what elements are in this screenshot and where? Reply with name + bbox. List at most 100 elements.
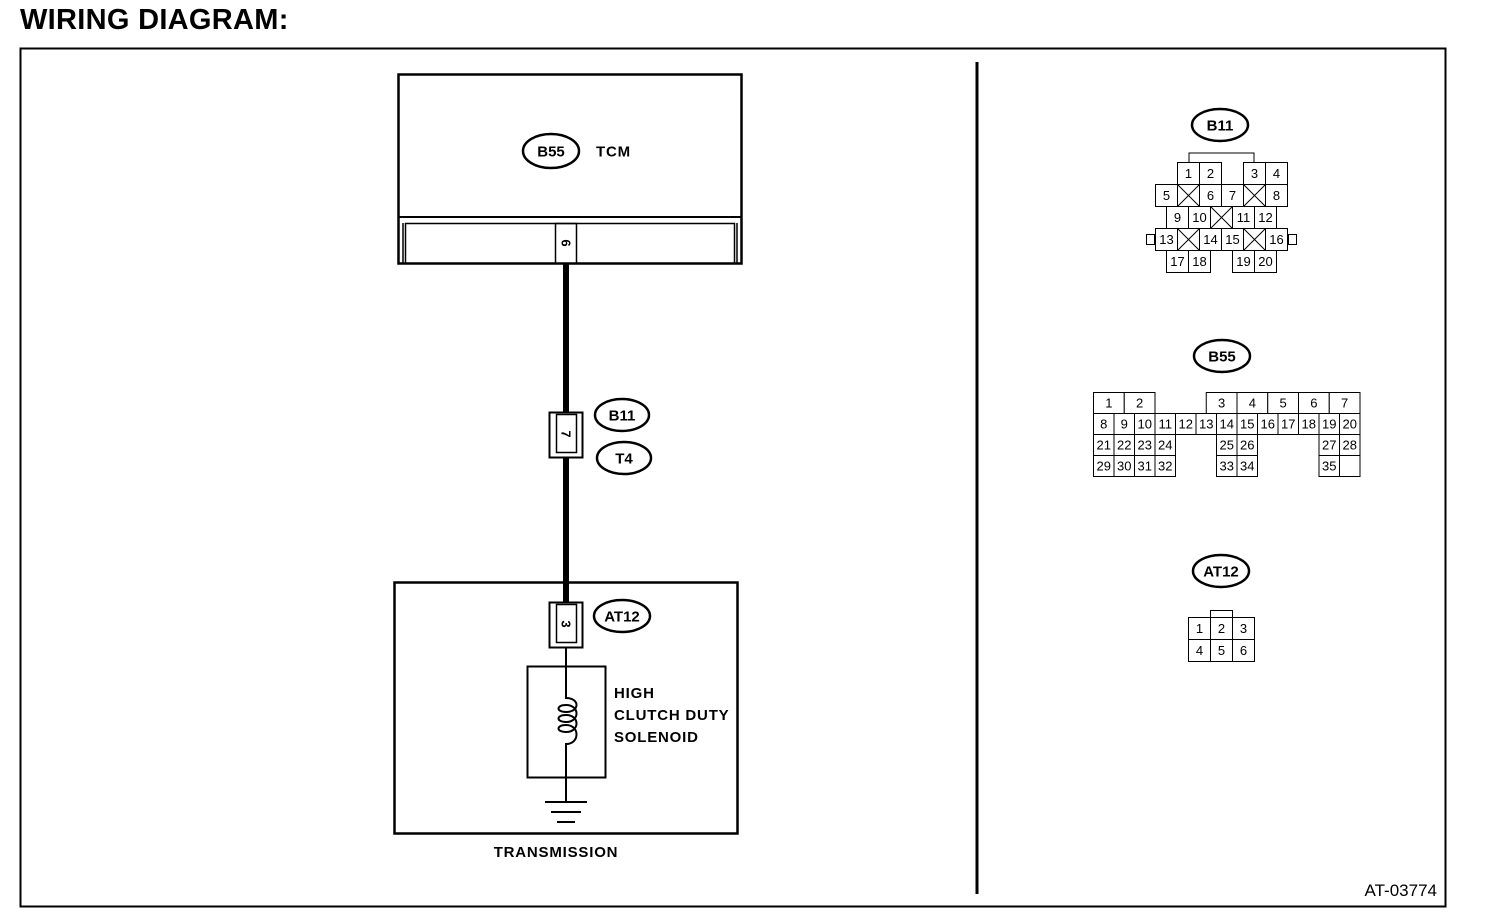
b55-pin-label: 12	[1179, 417, 1193, 432]
diagram-frame	[19, 47, 1447, 908]
b55-pin-cell: 32	[1154, 455, 1176, 477]
ground-icon	[545, 801, 587, 823]
b11-pin-label: 7	[1229, 188, 1236, 203]
solenoid-label-line-2: CLUTCH DUTY	[614, 707, 729, 724]
b55-pin-label: 23	[1138, 438, 1152, 453]
b55-pin-cell: 29	[1093, 455, 1115, 477]
b55-pin-label: 11	[1159, 417, 1173, 432]
b55-pin-label: 27	[1322, 438, 1336, 453]
tcm-label: TCM	[596, 144, 631, 161]
at12-pin-cell: 1	[1188, 617, 1211, 640]
b55-pin-cell: 26	[1236, 434, 1258, 456]
b11-pin-cell: 7	[1221, 184, 1244, 207]
b55-pin-cell: 16	[1257, 413, 1279, 435]
b55-pin-label: 34	[1240, 459, 1254, 474]
b55-pin-label: 9	[1121, 417, 1128, 432]
at12-pin-cell: 4	[1188, 639, 1211, 662]
b55-pin-label: 1	[1105, 396, 1112, 411]
b55-pin-cell: 1	[1093, 392, 1125, 414]
b11-pin-label: 8	[1273, 188, 1280, 203]
figure-code: AT-03774	[1365, 881, 1437, 900]
solenoid-label-line-1: HIGH	[614, 685, 655, 702]
b55-pin-label: 13	[1199, 417, 1213, 432]
b11-pin-label: 11	[1237, 210, 1251, 225]
at12-pin-label: 3	[1240, 621, 1247, 636]
b55-pin-cell: 23	[1134, 434, 1156, 456]
b11-pin-cell	[1177, 228, 1200, 251]
b55-pin-cell: 35	[1318, 455, 1340, 477]
view-badge-b11-text: B11	[1207, 118, 1234, 135]
b55-pin-cell: 5	[1267, 392, 1299, 414]
b11-pin-label: 3	[1251, 166, 1258, 181]
joint-connector: 7 B11 T4	[548, 397, 653, 476]
at12-pin-label: 4	[1196, 643, 1203, 658]
at12-pin-cell: 5	[1210, 639, 1233, 662]
transmission-label: TRANSMISSION	[494, 844, 619, 861]
b11-pin-label: 15	[1225, 232, 1239, 247]
connector-badge-b55-text: B55	[537, 144, 565, 161]
b55-pin-label: 21	[1097, 438, 1111, 453]
b11-pin-cell: 16	[1265, 228, 1288, 251]
b11-pin-cell: 18	[1188, 250, 1211, 273]
b11-pin-cell: 10	[1188, 206, 1211, 229]
b11-pin-cell: 15	[1221, 228, 1244, 251]
b55-pin-label: 2	[1136, 396, 1143, 411]
b55-pin-cell: 8	[1093, 413, 1115, 435]
b11-pin-label: 1	[1185, 166, 1192, 181]
b11-pin-cell: 17	[1166, 250, 1189, 273]
connector-badge-t4	[595, 440, 653, 476]
b11-pin-label: 2	[1207, 166, 1214, 181]
b55-pin-label: 20	[1343, 417, 1357, 432]
b11-pin-cell: 4	[1265, 162, 1288, 185]
at12-pin-label: 6	[1240, 643, 1247, 658]
b55-pin-label: 22	[1117, 438, 1131, 453]
b11-pin-cell	[1243, 184, 1266, 207]
tcm-pin-number: 6	[559, 239, 574, 246]
b11-pin-cell: 19	[1232, 250, 1255, 273]
joint-pin-number: 7	[559, 430, 574, 437]
b55-pin-cell: 34	[1236, 455, 1258, 477]
b55-pin-cell: 2	[1123, 392, 1156, 414]
b11-pin-cell: 11	[1232, 206, 1255, 229]
svg-text:HIGH CLUTCH DUTY S: HIGH CLUTCH DUTY SOLENOID	[614, 685, 734, 746]
b11-pin-cell: 9	[1166, 206, 1189, 229]
b55-pin-cell: 10	[1134, 413, 1156, 435]
b55-pin-label: 18	[1302, 417, 1316, 432]
b55-pin-label: 17	[1281, 417, 1295, 432]
b55-pin-label: 30	[1117, 459, 1131, 474]
b11-pin-label: 12	[1258, 210, 1272, 225]
b11-pin-label: 18	[1192, 254, 1206, 269]
view-badge-b11	[1190, 107, 1250, 143]
transmission-unit: 3 AT12 HIGH CLUTCH DUTY SOLENOID	[393, 581, 739, 835]
b11-pin-label: 5	[1163, 188, 1170, 203]
connector-badge-b11	[593, 397, 651, 433]
b55-pin-label: 16	[1261, 417, 1275, 432]
b11-pin-label: 13	[1159, 232, 1173, 247]
b55-pin-label: 32	[1158, 459, 1172, 474]
b55-pin-cell: 22	[1113, 434, 1135, 456]
b55-pin-label: 35	[1322, 459, 1336, 474]
b11-pin-cell	[1243, 228, 1266, 251]
b55-pin-label: 31	[1138, 459, 1152, 474]
view-badge-at12-text: AT12	[1203, 564, 1239, 581]
b55-pin-label: 6	[1310, 396, 1317, 411]
b55-pin-cell: 14	[1216, 413, 1238, 435]
at12-pin-cell: 2	[1210, 617, 1233, 640]
view-badge-b55-text: B55	[1208, 349, 1236, 366]
b11-pin-cell	[1177, 184, 1200, 207]
b55-pin-cell: 3	[1205, 392, 1238, 414]
b55-pin-cell: 4	[1236, 392, 1269, 414]
b55-pin-label: 28	[1343, 438, 1357, 453]
connector-badge-b55	[521, 132, 581, 170]
b55-pin-label: 26	[1240, 438, 1254, 453]
b55-pin-label: 10	[1138, 417, 1152, 432]
b11-pin-cell: 6	[1199, 184, 1222, 207]
connector-badge-at12	[592, 598, 652, 634]
at12-pin-label: 2	[1218, 621, 1225, 636]
b11-pin-label: 6	[1207, 188, 1214, 203]
at12-pin-label: 1	[1196, 621, 1203, 636]
b55-pin-cell: 7	[1328, 392, 1361, 414]
b55-pin-label: 15	[1240, 417, 1254, 432]
b55-pin-label: 25	[1220, 438, 1234, 453]
